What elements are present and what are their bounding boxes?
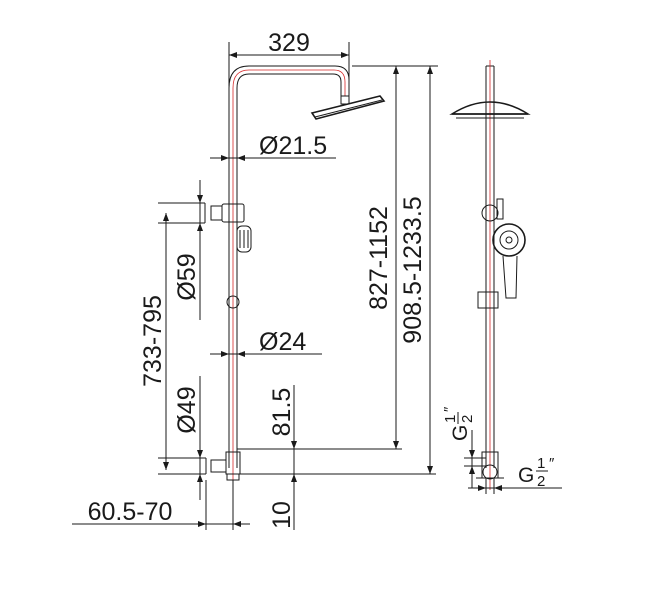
- thread-upper-prefix: G: [449, 425, 472, 441]
- arrow: [478, 485, 486, 491]
- side-mixer-outlet: [482, 464, 498, 480]
- shower-head-joint: [340, 95, 350, 105]
- dim-label-81-5: 81.5: [268, 388, 296, 437]
- thread-lower-num: 1: [537, 455, 545, 472]
- arrow: [163, 213, 169, 221]
- hand-shower-head: [236, 225, 252, 253]
- thread-label-upper: G 1 2 ″: [441, 406, 476, 441]
- thread-lower-den: 2: [537, 473, 545, 490]
- arrow: [197, 450, 203, 458]
- side-diverter: [481, 204, 499, 222]
- arrow: [198, 521, 206, 527]
- arrow: [469, 466, 475, 474]
- side-slide-holder: [477, 291, 499, 309]
- thread-label-lower: G 1 2 ″: [518, 455, 555, 490]
- thread-lower-prefix: G: [518, 464, 534, 487]
- thread-lower-unit: ″: [549, 455, 555, 472]
- hand-shower-face: [492, 223, 526, 257]
- arrow: [221, 155, 229, 161]
- dim-label-10: 10: [268, 501, 296, 529]
- thread-upper-den: 2: [459, 415, 476, 423]
- arrow: [393, 441, 399, 449]
- arrow: [221, 351, 229, 357]
- hand-shower-center: [505, 236, 513, 244]
- thread-upper-num: 1: [442, 415, 459, 423]
- overhead-shower-head: [310, 95, 386, 120]
- arrow: [291, 441, 297, 449]
- dim-label-d59: Ø59: [173, 253, 201, 300]
- dim-label-d21-5: Ø21.5: [259, 132, 327, 160]
- arrow: [197, 195, 203, 203]
- mixer-outlet: [210, 459, 227, 473]
- front-view: [204, 65, 386, 481]
- arrow: [291, 474, 297, 482]
- arrow: [163, 462, 169, 470]
- arrow: [233, 521, 241, 527]
- hand-shower: [236, 225, 252, 253]
- arrow: [469, 450, 475, 458]
- arrow: [197, 223, 203, 231]
- dim-label-908-5-1233-5: 908.5-1233.5: [399, 196, 427, 343]
- shower-head-face: [314, 99, 383, 118]
- dimension-lines: [72, 42, 438, 530]
- hand-shower-ring: [499, 230, 519, 250]
- arrow: [494, 485, 502, 491]
- arrow: [197, 474, 203, 482]
- side-dimension-lines: [464, 430, 562, 494]
- arm-outer: [228, 65, 350, 96]
- side-hand-shower: [492, 223, 526, 299]
- side-diverter-stem: [496, 198, 504, 220]
- arrow: [237, 155, 245, 161]
- dim-label-d24: Ø24: [259, 328, 306, 356]
- riser-centerline: [232, 69, 346, 480]
- thread-upper-unit: ″: [441, 406, 458, 412]
- arrow: [237, 351, 245, 357]
- shower-head-disc: [310, 95, 386, 120]
- dim-label-d49: Ø49: [173, 386, 201, 433]
- dim-label-733-795: 733-795: [139, 295, 167, 387]
- side-view: [449, 60, 531, 490]
- hand-shower-handle: [502, 255, 518, 299]
- side-shower-head: [449, 101, 531, 119]
- dim-label-827-1152: 827-1152: [365, 206, 393, 310]
- dim-label-60-5-70: 60.5-70: [88, 498, 173, 526]
- arrow: [229, 52, 237, 58]
- arrow: [427, 66, 433, 74]
- arrow: [427, 466, 433, 474]
- slide-holder: [226, 295, 240, 309]
- dim-label-329: 329: [268, 29, 310, 57]
- arrow: [341, 52, 349, 58]
- diverter-knob: [210, 205, 223, 221]
- arrow: [393, 66, 399, 74]
- arm-inner: [236, 73, 342, 96]
